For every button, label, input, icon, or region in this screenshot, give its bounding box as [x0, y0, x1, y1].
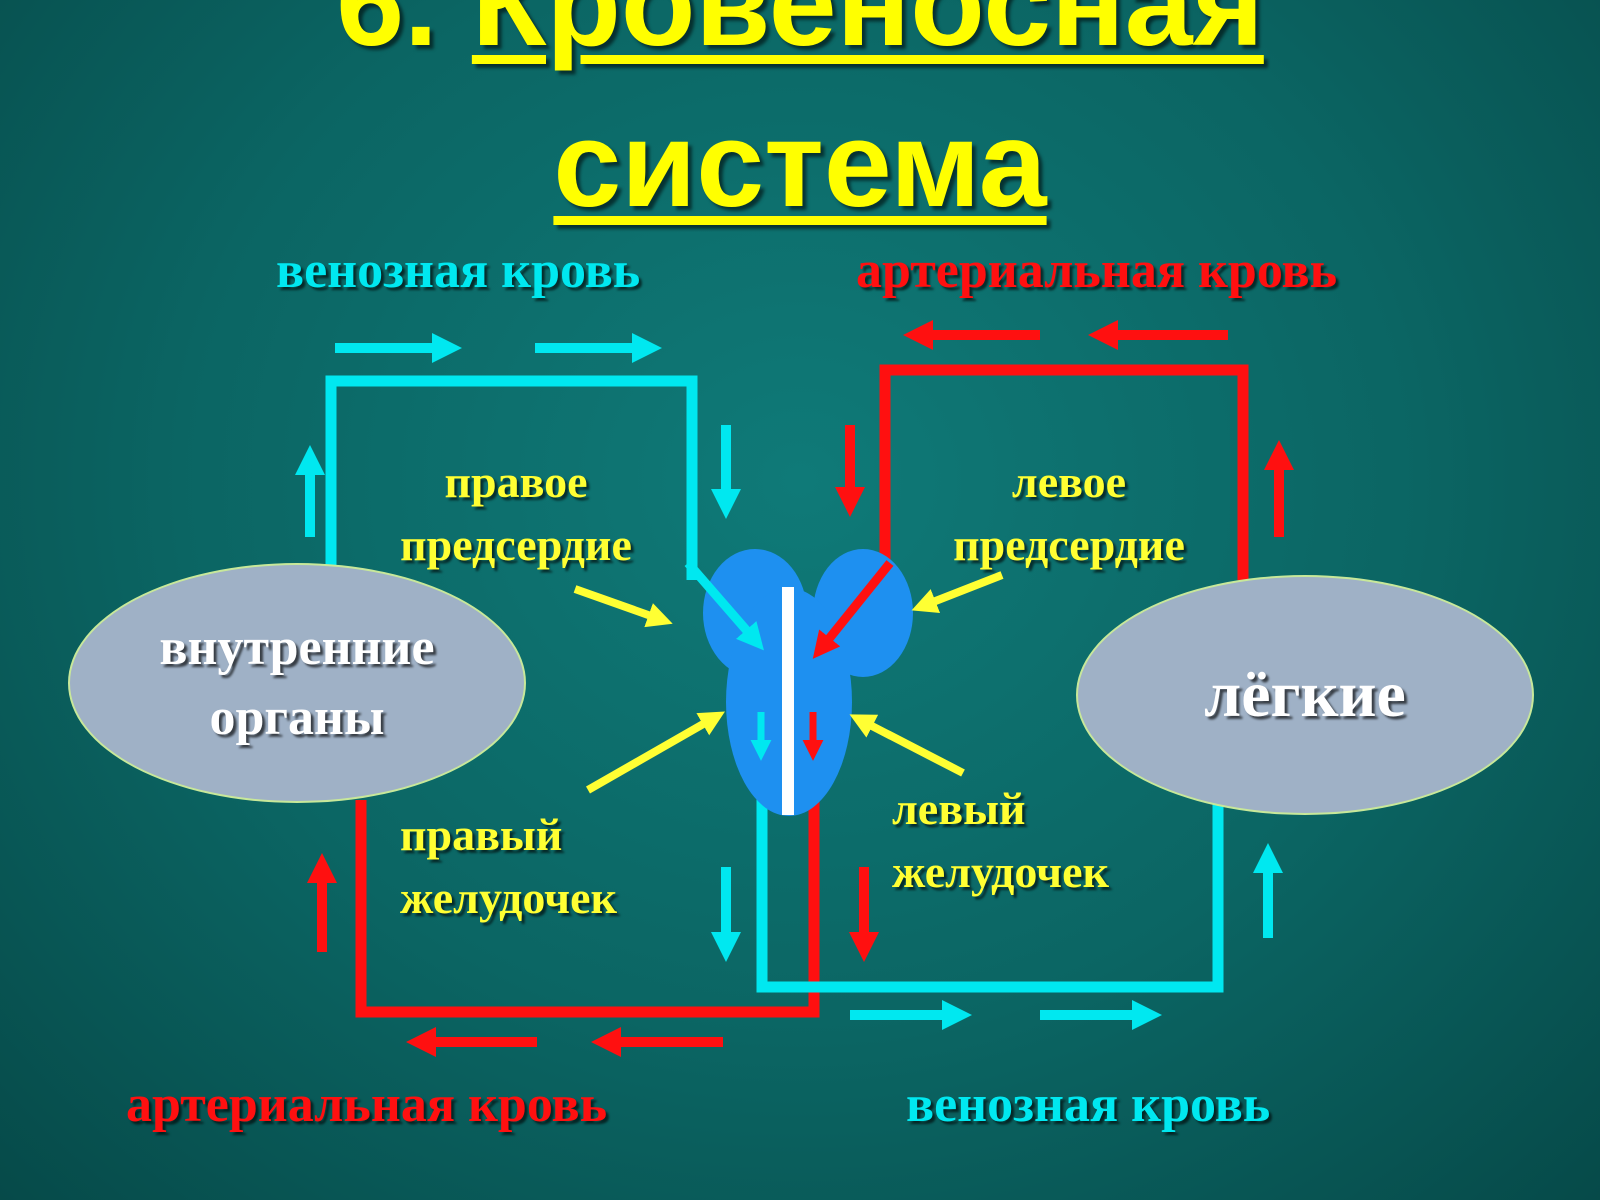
callout-right-ventricle [586, 711, 725, 794]
left-atrium-label: левое предсердие [953, 456, 1185, 570]
callout-left-atrium [911, 571, 1004, 613]
heart [684, 549, 913, 816]
organs-label-1: внутренние [159, 619, 435, 676]
arterial-blood-bottom-label: артериальная кровь [126, 1076, 608, 1133]
arterial-loop-left [355, 760, 820, 1018]
callout-left-ventricle [849, 714, 965, 777]
venous-loop-right [756, 770, 1224, 993]
venous-blood-bottom-label: венозная кровь [906, 1076, 1271, 1133]
venous-loop-left [325, 375, 698, 580]
callout-right-atrium [573, 585, 673, 628]
lungs-ellipse: лёгкие [1076, 575, 1534, 815]
organs-ellipse: внутренние органы [68, 563, 526, 803]
organs-label-2: органы [209, 689, 385, 746]
title-word-2: система [553, 96, 1047, 232]
title-line-2: система [0, 103, 1600, 225]
right-atrium-label: правое предсердие [400, 456, 632, 570]
venous-blood-top-label: венозная кровь [276, 242, 641, 299]
title-line-1: 6. Кровеносная [0, 0, 1600, 64]
title-number: 6. [336, 0, 438, 71]
arterial-blood-top-label: артериальная кровь [856, 242, 1338, 299]
title-word: Кровеносная [471, 0, 1264, 71]
left-ventricle-label: левый желудочек [892, 783, 1110, 897]
lungs-label: лёгкие [1204, 658, 1406, 731]
arterial-loop-right [879, 364, 1249, 580]
right-ventricle-label: правый желудочек [400, 809, 618, 923]
